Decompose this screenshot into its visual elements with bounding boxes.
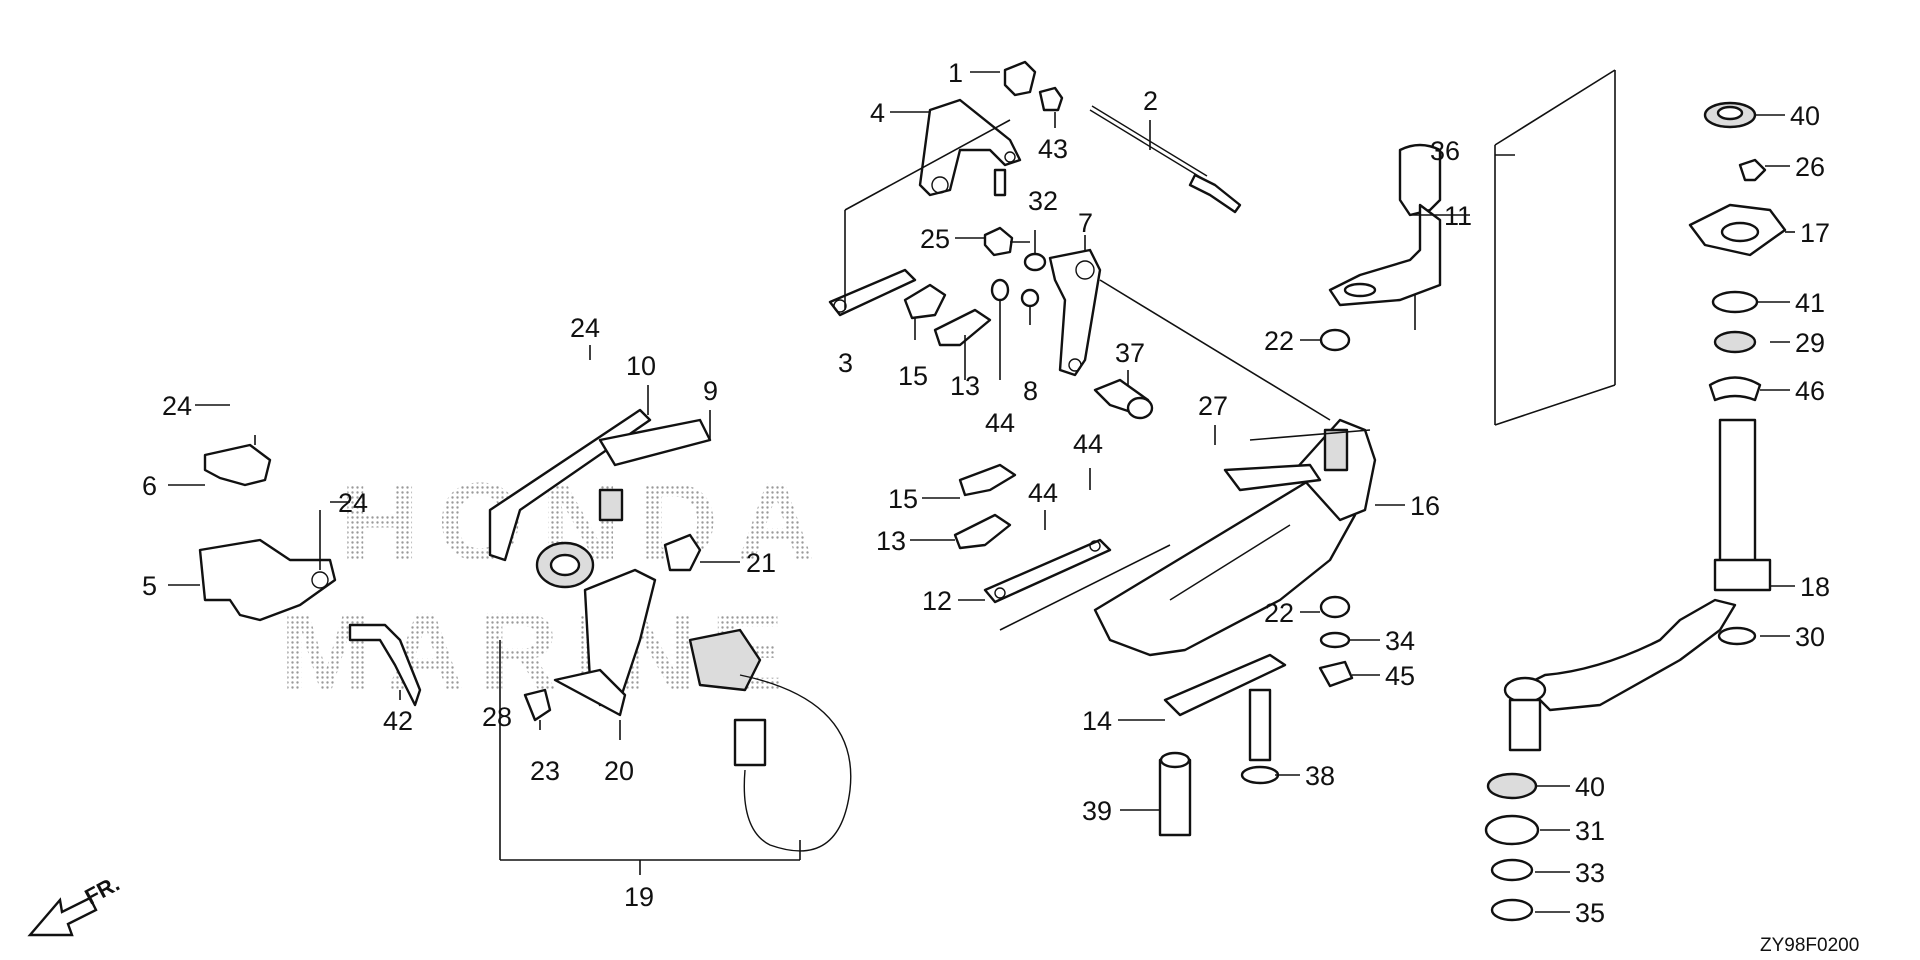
callout-38: 38 [1305, 761, 1335, 791]
callout-26: 26 [1795, 152, 1825, 182]
callout-41: 41 [1795, 288, 1825, 318]
callout-30: 30 [1795, 622, 1825, 652]
front-direction-indicator: FR. [27, 871, 124, 937]
callout-31: 31 [1575, 816, 1605, 846]
callout-22a: 22 [1264, 326, 1294, 356]
callout-44c: 44 [1028, 478, 1058, 508]
callout-labels: 1 2 3 4 5 6 7 8 9 10 11 12 13 13 14 15 1… [142, 58, 1830, 928]
callout-43: 43 [1038, 134, 1068, 164]
callout-13a: 13 [950, 371, 980, 401]
callout-19: 19 [624, 882, 654, 912]
callout-1: 1 [948, 58, 963, 88]
diagram-code: ZY98F0200 [1760, 935, 1859, 956]
callout-35: 35 [1575, 898, 1605, 928]
callout-45: 45 [1385, 661, 1415, 691]
callout-40b: 40 [1575, 772, 1605, 802]
callout-40a: 40 [1790, 101, 1820, 131]
front-arrow-icon [27, 896, 98, 937]
callout-37: 37 [1115, 338, 1145, 368]
callout-2: 2 [1143, 86, 1158, 116]
callout-18: 18 [1800, 572, 1830, 602]
callout-28: 28 [482, 702, 512, 732]
callout-33: 33 [1575, 858, 1605, 888]
callout-22b: 22 [1264, 598, 1294, 628]
callout-21: 21 [746, 548, 776, 578]
callout-7: 7 [1078, 208, 1093, 238]
callout-16: 16 [1410, 491, 1440, 521]
callout-17: 17 [1800, 218, 1830, 248]
switch-bracket-assembly [198, 435, 422, 707]
callout-3: 3 [838, 348, 853, 378]
callout-24a: 24 [162, 391, 192, 421]
callout-10: 10 [626, 351, 656, 381]
callout-8: 8 [1023, 376, 1038, 406]
callout-44b: 44 [1073, 429, 1103, 459]
callout-25: 25 [920, 224, 950, 254]
callout-4: 4 [870, 98, 885, 128]
callout-15b: 15 [888, 484, 918, 514]
callout-39: 39 [1082, 796, 1112, 826]
callout-29: 29 [1795, 328, 1825, 358]
solenoid-assembly [488, 408, 852, 861]
shift-lever-assembly [1093, 328, 1377, 837]
callout-9: 9 [703, 376, 718, 406]
callout-13b: 13 [876, 526, 906, 556]
shift-shaft-assembly [1328, 69, 1787, 922]
callout-20: 20 [604, 756, 634, 786]
callout-6: 6 [142, 471, 157, 501]
callout-5: 5 [142, 571, 157, 601]
throttle-lever-assembly [828, 60, 1331, 421]
link-plate-assembly [953, 463, 1171, 631]
callout-42: 42 [383, 706, 413, 736]
callout-36: 36 [1430, 136, 1460, 166]
callout-11: 11 [1444, 201, 1472, 231]
callout-24b: 24 [570, 313, 600, 343]
callout-44a: 44 [985, 408, 1015, 438]
callout-23: 23 [530, 756, 560, 786]
callout-27: 27 [1198, 391, 1228, 421]
callout-15a: 15 [898, 361, 928, 391]
callout-14: 14 [1082, 706, 1112, 736]
callout-32: 32 [1028, 186, 1058, 216]
callout-34: 34 [1385, 626, 1415, 656]
callout-46: 46 [1795, 376, 1825, 406]
callout-12: 12 [922, 586, 952, 616]
callout-24c: 24 [338, 488, 368, 518]
